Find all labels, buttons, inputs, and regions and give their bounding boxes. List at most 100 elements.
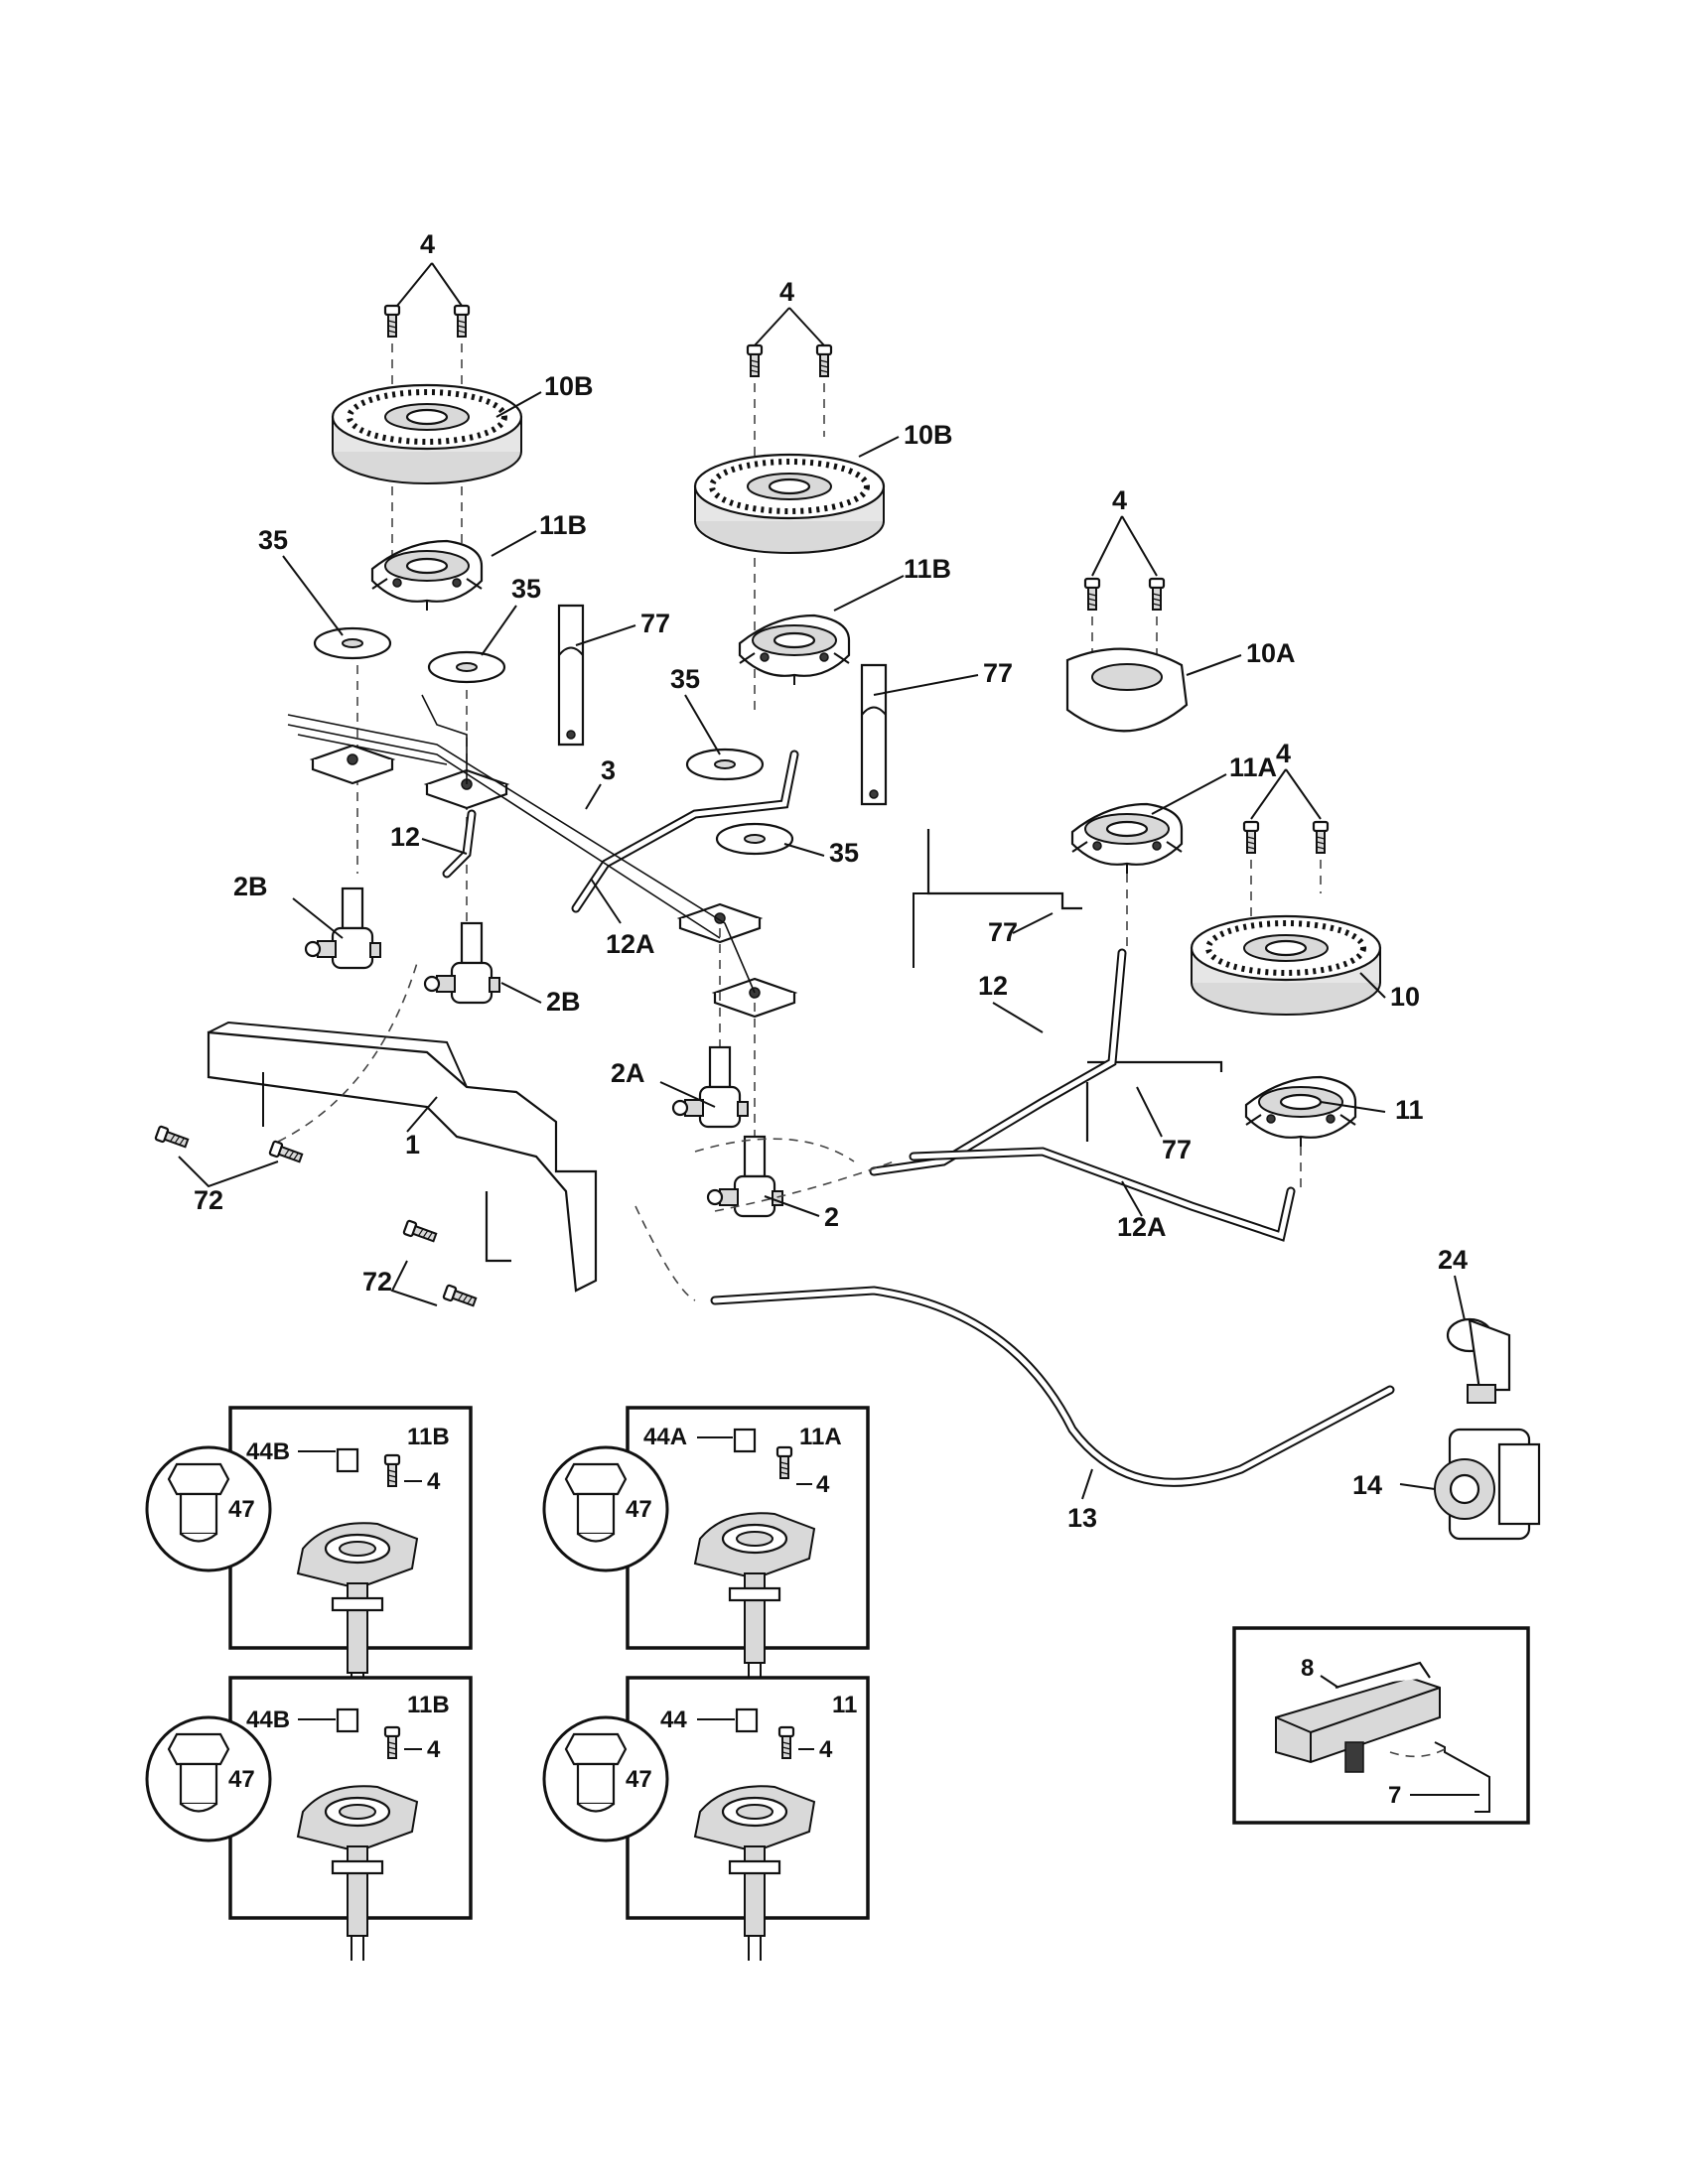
gas-tubes xyxy=(277,694,1395,1487)
inset-screw-label: 4 xyxy=(816,1471,830,1498)
bracket-77-right xyxy=(926,829,1082,910)
valve-2 xyxy=(706,1135,784,1218)
burner-base-11 xyxy=(1244,1075,1357,1149)
valve-2a xyxy=(671,1045,750,1129)
leader-lines xyxy=(178,262,1466,1500)
inset-orifice-label: 44A xyxy=(643,1424,687,1450)
inset-title: 11 xyxy=(832,1692,857,1718)
bracket-77-center xyxy=(860,663,888,806)
label-10b-center: 10B xyxy=(904,420,953,450)
screw-4-left-a xyxy=(383,304,401,339)
label-3: 3 xyxy=(601,755,616,785)
screw-72-d xyxy=(442,1284,479,1310)
washer-35-left xyxy=(313,626,392,660)
screw-inset-icon xyxy=(777,1725,795,1760)
screw-4-far-right-b xyxy=(1312,820,1330,855)
label-77-c: 77 xyxy=(988,917,1018,947)
label-10a: 10A xyxy=(1246,638,1296,668)
right-burner-group xyxy=(913,577,1380,1191)
label-35-d: 35 xyxy=(829,838,859,868)
left-burner-group xyxy=(304,304,585,1005)
inset-title: 11B xyxy=(407,1692,450,1718)
inset-title: 11A xyxy=(799,1424,842,1450)
label-10: 10 xyxy=(1390,982,1420,1012)
label-4-center: 4 xyxy=(779,277,794,307)
label-11a: 11A xyxy=(1229,752,1277,782)
label-12-right: 12 xyxy=(978,971,1008,1001)
ignitor-bracket-icon xyxy=(1434,1741,1490,1813)
label-2a: 2A xyxy=(611,1058,645,1088)
screw-4-right-a xyxy=(1083,577,1101,612)
label-77-a: 77 xyxy=(640,609,670,638)
inset-screw-label: 4 xyxy=(819,1736,833,1763)
screw-inset-icon xyxy=(383,1453,401,1488)
inset-detail-label: 47 xyxy=(228,1496,255,1523)
inset-screw-label: 4 xyxy=(427,1736,441,1763)
label-13: 13 xyxy=(1067,1503,1097,1533)
label-11: 11 xyxy=(1395,1095,1424,1125)
ignitor-bracket-label: 7 xyxy=(1388,1782,1401,1809)
label-14: 14 xyxy=(1352,1470,1382,1500)
label-2b-left: 2B xyxy=(233,872,268,901)
center-burner-group xyxy=(671,343,888,1218)
screw-4-center-a xyxy=(746,343,764,378)
inset-detail-label: 47 xyxy=(228,1766,255,1793)
inset-11a: 11A 44A 4 47 xyxy=(542,1406,870,1690)
label-2: 2 xyxy=(824,1202,839,1232)
screw-4-far-right-a xyxy=(1242,820,1260,855)
label-35-a: 35 xyxy=(258,525,288,555)
screw-72-c xyxy=(402,1219,439,1246)
washer-35-center-b xyxy=(715,822,794,856)
label-12a-left: 12A xyxy=(606,929,655,959)
valve-2b-left xyxy=(304,887,382,970)
label-11b-left: 11B xyxy=(539,510,587,540)
burner-head-10 xyxy=(1192,916,1380,1015)
label-77-d: 77 xyxy=(1162,1135,1192,1164)
bracket-77-lower xyxy=(1085,1060,1223,1142)
washer-35-center xyxy=(685,748,765,781)
label-11b-center: 11B xyxy=(904,554,951,584)
label-4-left: 4 xyxy=(420,229,435,259)
burner-base-11b-left xyxy=(370,539,484,613)
ignitor-module-label: 8 xyxy=(1301,1655,1314,1682)
ignitor-inset: 8 7 xyxy=(1232,1626,1530,1825)
inset-orifice-label: 44B xyxy=(246,1706,290,1733)
inset-11b-bottom: 11B 44B 4 47 xyxy=(145,1676,473,1963)
manifold xyxy=(207,1021,598,1293)
burner-base-11b-center xyxy=(738,614,851,687)
label-12a-right: 12A xyxy=(1117,1212,1167,1242)
label-4-right: 4 xyxy=(1112,485,1127,515)
inset-11: 11 44 4 47 xyxy=(542,1676,870,1963)
callout-labels: 4 10B 11B 35 35 77 4 10B 11B 35 77 4 10A… xyxy=(194,229,1468,1533)
inset-title: 11B xyxy=(407,1424,450,1450)
gas-elbow xyxy=(1446,1317,1511,1404)
label-24: 24 xyxy=(1438,1245,1468,1275)
burner-head-10b-left xyxy=(333,385,521,483)
screw-72-a xyxy=(154,1125,191,1152)
label-1: 1 xyxy=(405,1130,420,1160)
inset-orifice-label: 44B xyxy=(246,1438,290,1465)
inset-screw-label: 4 xyxy=(427,1468,441,1495)
burner-head-10b-center xyxy=(695,455,884,553)
screw-inset-icon xyxy=(383,1725,401,1760)
label-72-lower: 72 xyxy=(362,1267,392,1297)
screw-4-right-b xyxy=(1148,577,1166,612)
label-12-left: 12 xyxy=(390,822,420,852)
inset-orifice-label: 44 xyxy=(660,1706,687,1733)
label-72-upper: 72 xyxy=(194,1185,223,1215)
burner-base-11a xyxy=(1070,802,1184,876)
label-10b-left: 10B xyxy=(544,371,594,401)
label-4-far-right: 4 xyxy=(1276,739,1291,768)
label-35-b: 35 xyxy=(511,574,541,604)
label-35-c: 35 xyxy=(670,664,700,694)
pressure-regulator xyxy=(1434,1428,1541,1541)
screw-4-left-b xyxy=(453,304,471,339)
inset-11b-top: 11B 44B 4 47 xyxy=(145,1406,473,1700)
inset-detail-label: 47 xyxy=(626,1496,652,1523)
inset-detail-label: 47 xyxy=(626,1766,652,1793)
bracket-77-left xyxy=(557,604,585,747)
label-77-b: 77 xyxy=(983,658,1013,688)
screw-72-b xyxy=(268,1140,305,1166)
valve-2b-center xyxy=(423,921,501,1005)
